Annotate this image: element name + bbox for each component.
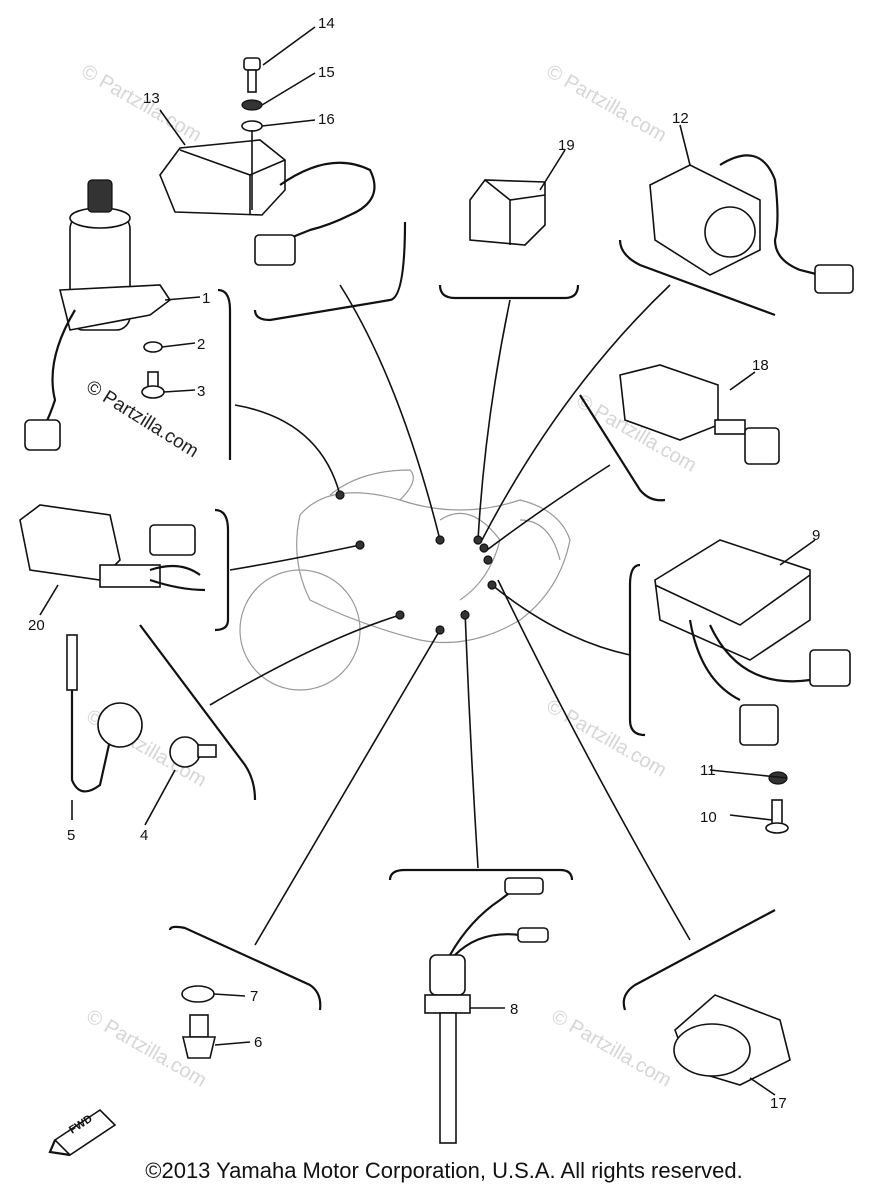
cdi-unit <box>654 539 851 746</box>
washer-2 <box>143 341 163 353</box>
callout-10: 10 <box>700 809 717 826</box>
callout-3: 3 <box>197 383 205 400</box>
sender-8 <box>424 877 549 1144</box>
callout-6: 6 <box>254 1034 262 1051</box>
washer-16 <box>241 120 263 132</box>
bolt-3 <box>141 371 165 399</box>
callout-20: 20 <box>28 617 45 634</box>
washer-7 <box>181 985 215 1003</box>
copyright-notice: ©2013 Yamaha Motor Corporation, U.S.A. A… <box>145 1158 743 1183</box>
watermark: © Partzilla.com <box>78 60 206 146</box>
washer-15 <box>241 99 263 111</box>
switch-assembly <box>19 504 206 592</box>
callout-15: 15 <box>318 64 335 81</box>
callout-7: 7 <box>250 988 258 1005</box>
regulator <box>159 139 376 266</box>
callout-12: 12 <box>672 110 689 127</box>
callout-14: 14 <box>318 15 335 32</box>
callout-13: 13 <box>143 90 160 107</box>
callout-1: 1 <box>202 290 210 307</box>
leader-lines <box>209 284 691 946</box>
group-brackets <box>139 221 776 1011</box>
watermark: © Partzilla.com <box>548 1005 676 1091</box>
callout-19: 19 <box>558 137 575 154</box>
cable-5 <box>66 634 112 793</box>
connector-dots <box>335 490 497 635</box>
callout-5: 5 <box>67 827 75 844</box>
callout-9: 9 <box>812 527 820 544</box>
callout-2: 2 <box>197 336 205 353</box>
flasher-relay <box>649 154 854 294</box>
forward-arrow-icon <box>48 1108 117 1157</box>
callout-18: 18 <box>752 357 769 374</box>
horn-17 <box>673 994 791 1086</box>
screw-14 <box>243 57 261 93</box>
frame-outline <box>239 469 571 691</box>
bolt-10 <box>765 799 789 834</box>
switch-6 <box>181 1014 217 1059</box>
watermark: © Partzilla.com <box>543 60 671 146</box>
relay <box>469 179 546 246</box>
callout-4: 4 <box>140 827 148 844</box>
sensor-4 <box>97 702 217 768</box>
callout-11: 11 <box>700 762 716 779</box>
callout-8: 8 <box>510 1001 518 1018</box>
callout-leaders <box>39 26 816 1096</box>
callout-16: 16 <box>318 111 335 128</box>
callout-17: 17 <box>770 1095 787 1112</box>
main-switch <box>24 179 172 451</box>
unit-18 <box>619 364 780 465</box>
